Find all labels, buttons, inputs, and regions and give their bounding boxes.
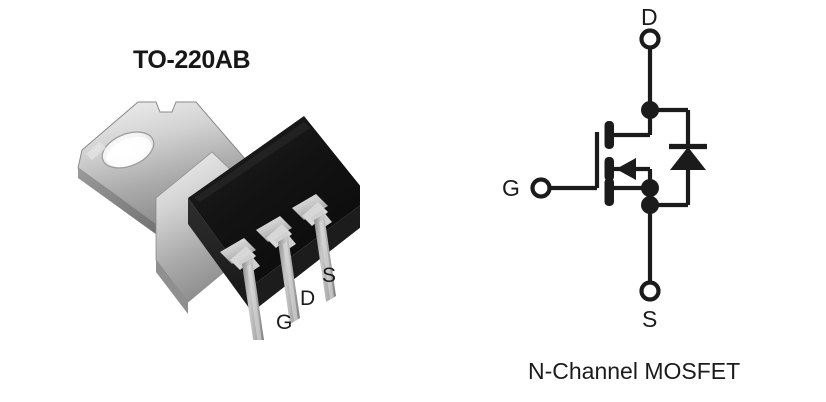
body-diode	[669, 143, 707, 170]
body-arrow	[616, 158, 636, 180]
schematic-figure: D G S N-Channel MOSFET	[420, 0, 826, 402]
package-epoxy-body	[188, 116, 360, 312]
package-metal-tab	[77, 101, 247, 240]
junction-dots	[641, 101, 659, 214]
package-lead-label-drain: D	[300, 287, 316, 310]
channel-bars	[604, 121, 614, 206]
package-figure: TO-220AB	[60, 46, 360, 340]
package-lead-label-source: S	[322, 264, 337, 287]
source-terminal	[639, 205, 661, 302]
package-lead-source	[292, 194, 336, 302]
n-channel-mosfet-symbol	[530, 28, 707, 302]
schematic-terminal-label-source: S	[642, 306, 658, 332]
package-lead-drain	[256, 216, 300, 324]
schematic-caption: N-Channel MOSFET	[528, 358, 741, 384]
package-leads	[220, 194, 336, 340]
schematic-terminal-label-gate: G	[502, 175, 520, 201]
package-lead-gate	[220, 238, 264, 340]
schematic-terminal-label-drain: D	[641, 4, 658, 30]
gate-terminal	[530, 177, 597, 199]
package-title: TO-220AB	[133, 46, 251, 74]
drain-terminal	[639, 28, 661, 110]
package-lead-label-gate: G	[276, 311, 293, 334]
to-220ab-package-photo	[60, 90, 360, 340]
